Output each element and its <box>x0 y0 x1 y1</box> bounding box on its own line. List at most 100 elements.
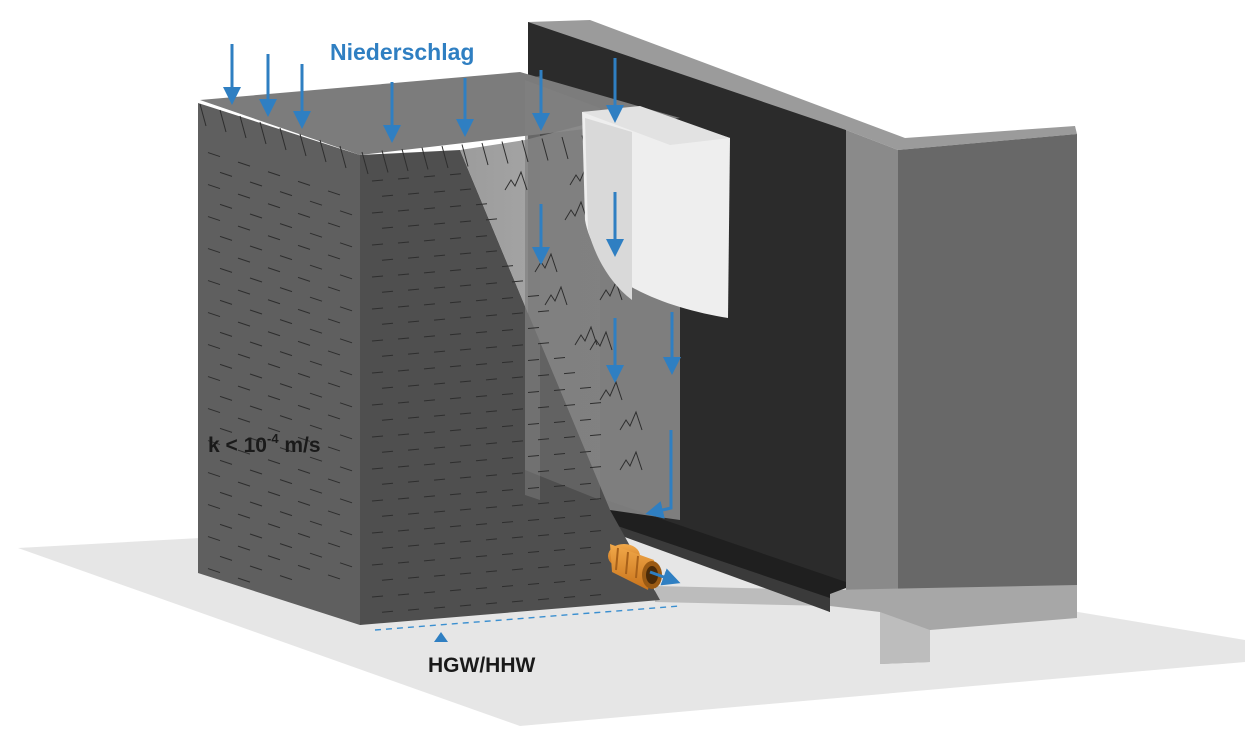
hatch-dash <box>563 436 576 439</box>
gravel-symbol <box>564 200 588 221</box>
hatch-dash <box>407 192 420 195</box>
hatch-dash <box>563 468 576 471</box>
hatch-dash <box>397 401 410 404</box>
hatch-dash <box>537 406 550 409</box>
hatch-dash <box>501 585 514 588</box>
hatch-dash <box>563 596 576 599</box>
hatch-dash <box>309 200 323 206</box>
hatch-dash <box>433 478 446 481</box>
hatch-dash <box>407 608 420 611</box>
surface-tick <box>521 139 529 163</box>
hatch-dash <box>237 449 251 455</box>
hatch-dash <box>297 564 311 570</box>
surface-tick <box>219 109 227 133</box>
hatch-dash <box>249 501 263 507</box>
gravel-symbol <box>534 252 558 273</box>
hatch-dash <box>459 252 472 255</box>
hatch-dash <box>237 321 251 327</box>
hatch-dash <box>527 423 540 426</box>
hatch-dash <box>459 348 472 351</box>
hatch-dash <box>219 523 233 529</box>
hatch-dash <box>449 525 462 528</box>
hatch-dash <box>397 529 410 532</box>
hatch-dash <box>449 589 462 592</box>
hatch-dash <box>501 553 514 556</box>
hatch-dash <box>249 405 263 411</box>
hatch-dash <box>249 341 263 347</box>
hatch-dash <box>537 310 550 313</box>
hatch-dash <box>527 519 540 522</box>
hatch-dash <box>309 232 323 238</box>
hatch-dash <box>219 235 233 241</box>
hatch-dash <box>267 555 281 561</box>
hatch-dash <box>423 495 436 498</box>
hatch-dash <box>527 551 540 554</box>
hatch-dash <box>219 459 233 465</box>
hatch-dash <box>249 277 263 283</box>
hatch-dash <box>339 306 353 312</box>
hatch-dash <box>459 220 472 223</box>
outflow-arrow-icon <box>649 568 681 586</box>
hatch-dash <box>381 578 394 581</box>
hatch-dash <box>279 575 293 581</box>
surface-tick <box>361 151 369 175</box>
hatch-dash <box>589 402 602 405</box>
hatch-dash <box>381 322 394 325</box>
hatch-dash <box>579 482 592 485</box>
hatch-dash <box>309 520 323 526</box>
hatch-dash <box>475 427 488 430</box>
hatch-dash <box>459 412 472 415</box>
hatch-dash <box>407 448 420 451</box>
hatch-dash <box>449 173 462 176</box>
hatch-dash <box>423 271 436 274</box>
hatch-dash <box>423 527 436 530</box>
hatch-dash <box>219 171 233 177</box>
hatch-dash <box>297 244 311 250</box>
hatch-dash <box>267 523 281 529</box>
hatch-dash <box>423 367 436 370</box>
hatch-dash <box>511 344 524 347</box>
hatch-dash <box>327 254 341 260</box>
permeability-label: k < 10-4 m/s <box>208 431 321 457</box>
hatch-dash <box>339 338 353 344</box>
hatch-dash <box>339 210 353 216</box>
hatch-dash <box>475 459 488 462</box>
hatch-dash <box>407 576 420 579</box>
hatch-dash <box>433 414 446 417</box>
hatch-dash <box>579 450 592 453</box>
hatch-dash <box>219 395 233 401</box>
hatch-dash <box>423 335 436 338</box>
hatch-dash <box>381 450 394 453</box>
hatch-dash <box>397 305 410 308</box>
hatch-dash <box>249 469 263 475</box>
hatch-dash <box>297 276 311 282</box>
groundwater-label: HGW/HHW <box>428 654 535 677</box>
hatch-dash <box>527 455 540 458</box>
hatch-dash <box>249 437 263 443</box>
surface-tick <box>421 147 429 170</box>
hatch-dash <box>207 344 221 350</box>
hatch-dash <box>371 531 384 534</box>
hatch-dash <box>449 429 462 432</box>
hatch-dash <box>397 497 410 500</box>
hatch-dash <box>579 578 592 581</box>
hatch-dash <box>475 555 488 558</box>
drain-pipe <box>608 544 662 590</box>
surface-tick <box>541 138 549 161</box>
hatch-dash <box>553 420 566 423</box>
surface-tick <box>259 121 267 145</box>
hatch-dash <box>249 309 263 315</box>
hatch-dash <box>537 502 550 505</box>
hatch-dash <box>339 242 353 248</box>
hatch-dash <box>249 373 263 379</box>
hatch-dash <box>485 346 498 349</box>
hatch-dash <box>407 256 420 259</box>
gravel-symbol <box>619 450 643 471</box>
hatch-dash <box>371 499 384 502</box>
hatch-dash <box>249 181 263 187</box>
hatch-dash <box>327 190 341 196</box>
hatch-dash <box>297 404 311 410</box>
hatch-dash <box>449 269 462 272</box>
hatch-dash <box>579 386 592 389</box>
